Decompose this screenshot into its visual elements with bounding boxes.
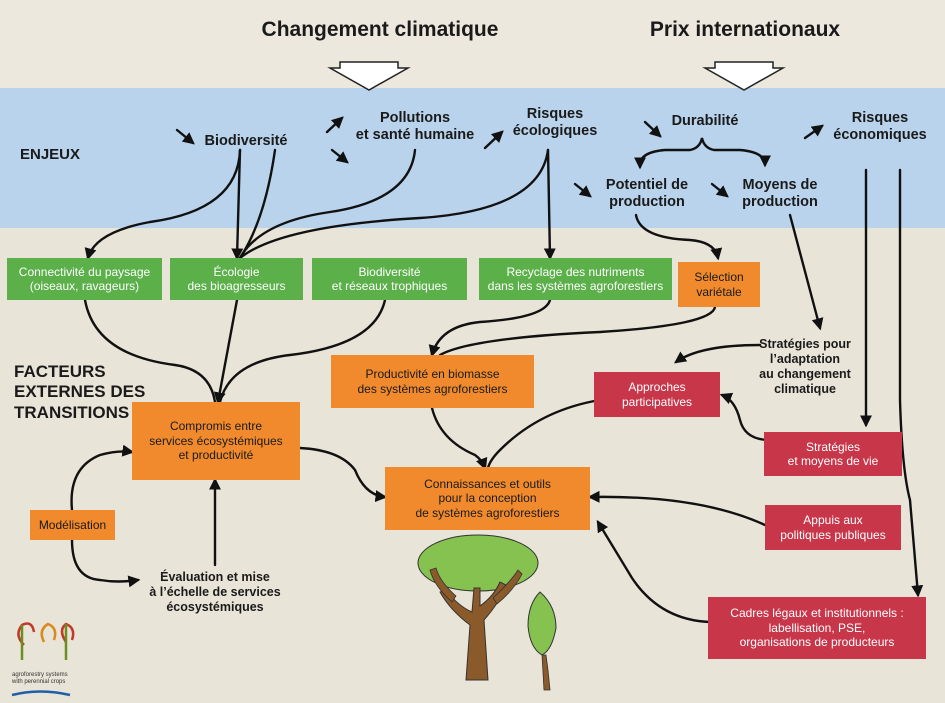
enjeu-moyens: Moyens de production xyxy=(742,177,818,210)
logo-caption: agroforestry systems with perennial crop… xyxy=(12,672,68,685)
enjeu-durabilite: Durabilité xyxy=(671,113,739,129)
link-productivite-connaissances xyxy=(430,406,488,471)
climate-down-arrow xyxy=(327,61,411,91)
link-pollutions-ecologie xyxy=(238,148,417,260)
link-risques-ecologie xyxy=(238,148,550,260)
arrow-risques-eco xyxy=(483,130,504,150)
link-ecologie-compromis xyxy=(213,298,239,405)
arrow-risques-econ xyxy=(803,124,824,140)
box-productivite: Productivité en biomasse des systèmes ag… xyxy=(331,355,534,408)
tree-illustration xyxy=(417,534,557,691)
arrow-durabilite xyxy=(643,120,662,138)
prices-down-arrow xyxy=(702,61,786,91)
link-biodiv-compromis xyxy=(218,298,387,404)
enjeux-band xyxy=(0,88,945,228)
link-modelisation-evaluation xyxy=(70,538,141,588)
text-evaluation: Évaluation et mise à l’échelle de servic… xyxy=(149,570,281,614)
box-approches: Approches participatives xyxy=(594,372,720,417)
enjeu-potentiel: Potentiel de production xyxy=(605,177,689,210)
box-appuis: Appuis aux politiques publiques xyxy=(765,505,901,550)
durabilite-brace xyxy=(638,137,771,168)
box-connectivite: Connectivité du paysage (oiseaux, ravage… xyxy=(7,258,162,300)
box-compromis: Compromis entre services écosystémiques … xyxy=(132,402,300,480)
arrow-potentiel xyxy=(573,182,592,198)
pcp-logo xyxy=(11,622,75,697)
link-modelisation-compromis xyxy=(70,444,135,512)
arrow-pollutions-up xyxy=(325,116,344,134)
link-strategiesvie-approches xyxy=(719,392,772,442)
box-recyclage: Recyclage des nutriments dans les systèm… xyxy=(479,258,672,300)
arrow-biodiv xyxy=(175,128,195,145)
link-connectivite-compromis xyxy=(83,298,217,404)
climate-title: Changement climatique xyxy=(261,18,499,41)
link-potentiel-selection xyxy=(634,213,723,261)
arrow-moyens xyxy=(710,182,729,198)
box-connaissances: Connaissances et outils pour la concepti… xyxy=(385,467,590,530)
prices-title: Prix internationaux xyxy=(649,18,841,41)
box-cadres: Cadres légaux et institutionnels : label… xyxy=(708,597,926,659)
enjeux-label: ENJEUX xyxy=(20,146,81,163)
link-recyclage-productivite xyxy=(428,298,552,358)
link-biodiv-connectivite xyxy=(84,148,242,261)
enjeu-risques-economiques: Risques économiques xyxy=(833,110,927,143)
box-selection: Sélection variétale xyxy=(678,262,760,307)
enjeu-biodiversite: Biodiversité xyxy=(204,133,288,149)
arrow-pollutions-down xyxy=(330,148,349,164)
link-approches-connaissances xyxy=(486,398,602,470)
link-risques-recyclage xyxy=(543,148,556,261)
box-modelisation: Modélisation xyxy=(30,510,115,540)
link-strategies-approches xyxy=(674,343,762,364)
enjeu-risques-ecologiques: Risques écologiques xyxy=(512,106,598,139)
link-selection-productivite xyxy=(438,305,717,357)
link-appuis-connaissances xyxy=(587,490,767,527)
top-banner xyxy=(0,0,945,88)
box-ecologie: Écologie des bioagresseurs xyxy=(170,258,303,300)
link-moyens-strategies xyxy=(788,213,824,331)
enjeu-pollutions: Pollutions et santé humaine xyxy=(355,110,475,143)
link-compromis-connaissances xyxy=(298,446,388,503)
facteurs-label: FACTEURS EXTERNES DES TRANSITIONS xyxy=(14,362,146,422)
link-biodiv-ecologie xyxy=(231,148,244,261)
link-cadres-connaissances xyxy=(596,519,712,624)
box-strategies-vie: Stratégies et moyens de vie xyxy=(764,432,902,476)
box-biodiversite-reseaux: Biodiversité et réseaux trophiques xyxy=(312,258,467,300)
text-strategies-adaptation: Stratégies pour l’adaptation au changeme… xyxy=(759,337,851,396)
link-risques-cadres xyxy=(898,168,924,598)
